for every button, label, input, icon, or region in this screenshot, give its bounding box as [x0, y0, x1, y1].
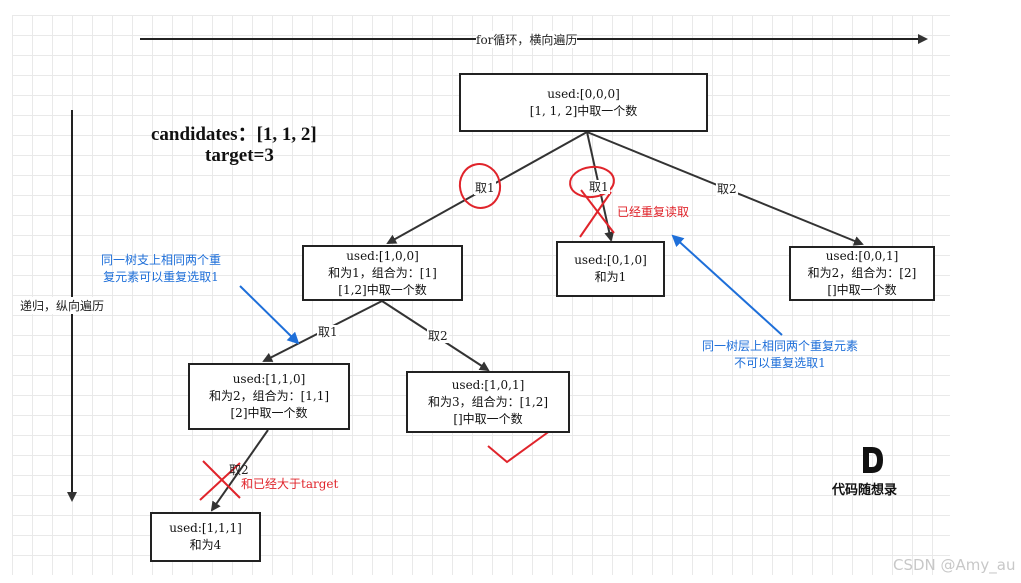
- node-used-100-line3: [1,2]中取一个数: [338, 282, 427, 297]
- logo-mark: [861, 445, 885, 475]
- vertical-axis-label: 递归，纵向遍历: [20, 297, 105, 314]
- branch-note-arrow: [239, 285, 300, 345]
- node-used-111: used:[1,1,1] 和为4: [150, 512, 261, 562]
- node-used-101: used:[1,0,1] 和为3，组合为：[1,2] []中取一个数: [406, 371, 570, 433]
- layer-note: 同一树层上相同两个重复元素 不可以重复选取1: [690, 338, 870, 372]
- edge-label-root-mid: 取1: [588, 180, 610, 194]
- node-used-001-line3: []中取一个数: [827, 283, 897, 297]
- node-used-101-line1: used:[1,0,1]: [451, 377, 525, 392]
- red-circle-left: [458, 163, 502, 209]
- candidates-title: candidates：[1, 1, 2]: [151, 124, 317, 145]
- node-used-110: used:[1,1,0] 和为2，组合为：[1,1] [2]中取一个数: [188, 363, 350, 430]
- red-checkmark: [487, 424, 559, 464]
- node-used-101-line3: []中取一个数: [453, 411, 523, 426]
- node-used-100-line2: 和为1，组合为：[1]: [328, 265, 437, 280]
- branch-note: 同一树支上相同两个重 复元素可以重复选取1: [91, 252, 231, 286]
- edge-label-n100-right: 取2: [427, 329, 449, 343]
- node-root-line1: used:[0,0,0]: [547, 86, 620, 101]
- red-cross-low-b: [199, 462, 241, 501]
- red-circle-mid: [569, 165, 615, 199]
- node-used-001-line1: used:[0,0,1]: [825, 249, 899, 263]
- branch-note-line1: 同一树支上相同两个重: [100, 253, 221, 267]
- node-used-111-line1: used:[1,1,1]: [169, 521, 242, 535]
- edge-label-n100-left: 取1: [317, 325, 339, 339]
- already-read-note: 已经重复读取: [617, 205, 690, 219]
- node-root-line2: [1, 1, 2]中取一个数: [529, 103, 638, 118]
- edge-n110-down: [210, 429, 269, 512]
- edge-label-root-left: 取1: [474, 181, 496, 195]
- edge-label-n110-down: 取2: [229, 463, 249, 477]
- red-cross-mid-b: [579, 191, 612, 238]
- node-used-100-line1: used:[1,0,0]: [346, 248, 419, 263]
- layer-note-arrow: [671, 234, 783, 336]
- node-used-110-line3: [2]中取一个数: [230, 406, 308, 420]
- node-used-010-line2: 和为1: [594, 270, 627, 284]
- logo-d-icon: [863, 447, 883, 473]
- csdn-watermark: CSDN @Amy_au: [893, 556, 1016, 574]
- node-used-010: used:[0,1,0] 和为1: [556, 241, 665, 297]
- horizontal-axis-label: for循环，横向遍历: [476, 31, 578, 48]
- exceeds-target-note: 和已经大于target: [241, 477, 339, 491]
- node-used-010-line1: used:[0,1,0]: [574, 253, 647, 267]
- edge-label-root-right: 取2: [716, 182, 738, 196]
- layer-note-line1: 同一树层上相同两个重复元素: [701, 339, 858, 353]
- node-used-101-line2: 和为3，组合为：[1,2]: [427, 394, 549, 409]
- target-title: target=3: [205, 145, 274, 166]
- node-used-111-line2: 和为4: [189, 538, 222, 552]
- node-root: used:[0,0,0] [1, 1, 2]中取一个数: [459, 73, 708, 132]
- logo-text: 代码随想录: [832, 483, 898, 498]
- node-used-001: used:[0,0,1] 和为2，组合为：[2] []中取一个数: [789, 246, 935, 301]
- layer-note-line2: 不可以重复选取1: [734, 356, 826, 370]
- node-used-110-line2: 和为2，组合为：[1,1]: [208, 389, 330, 403]
- node-used-110-line1: used:[1,1,0]: [232, 372, 306, 386]
- branch-note-line2: 复元素可以重复选取1: [103, 270, 219, 284]
- node-used-001-line2: 和为2，组合为：[2]: [807, 266, 917, 280]
- node-used-100: used:[1,0,0] 和为1，组合为：[1] [1,2]中取一个数: [302, 245, 463, 301]
